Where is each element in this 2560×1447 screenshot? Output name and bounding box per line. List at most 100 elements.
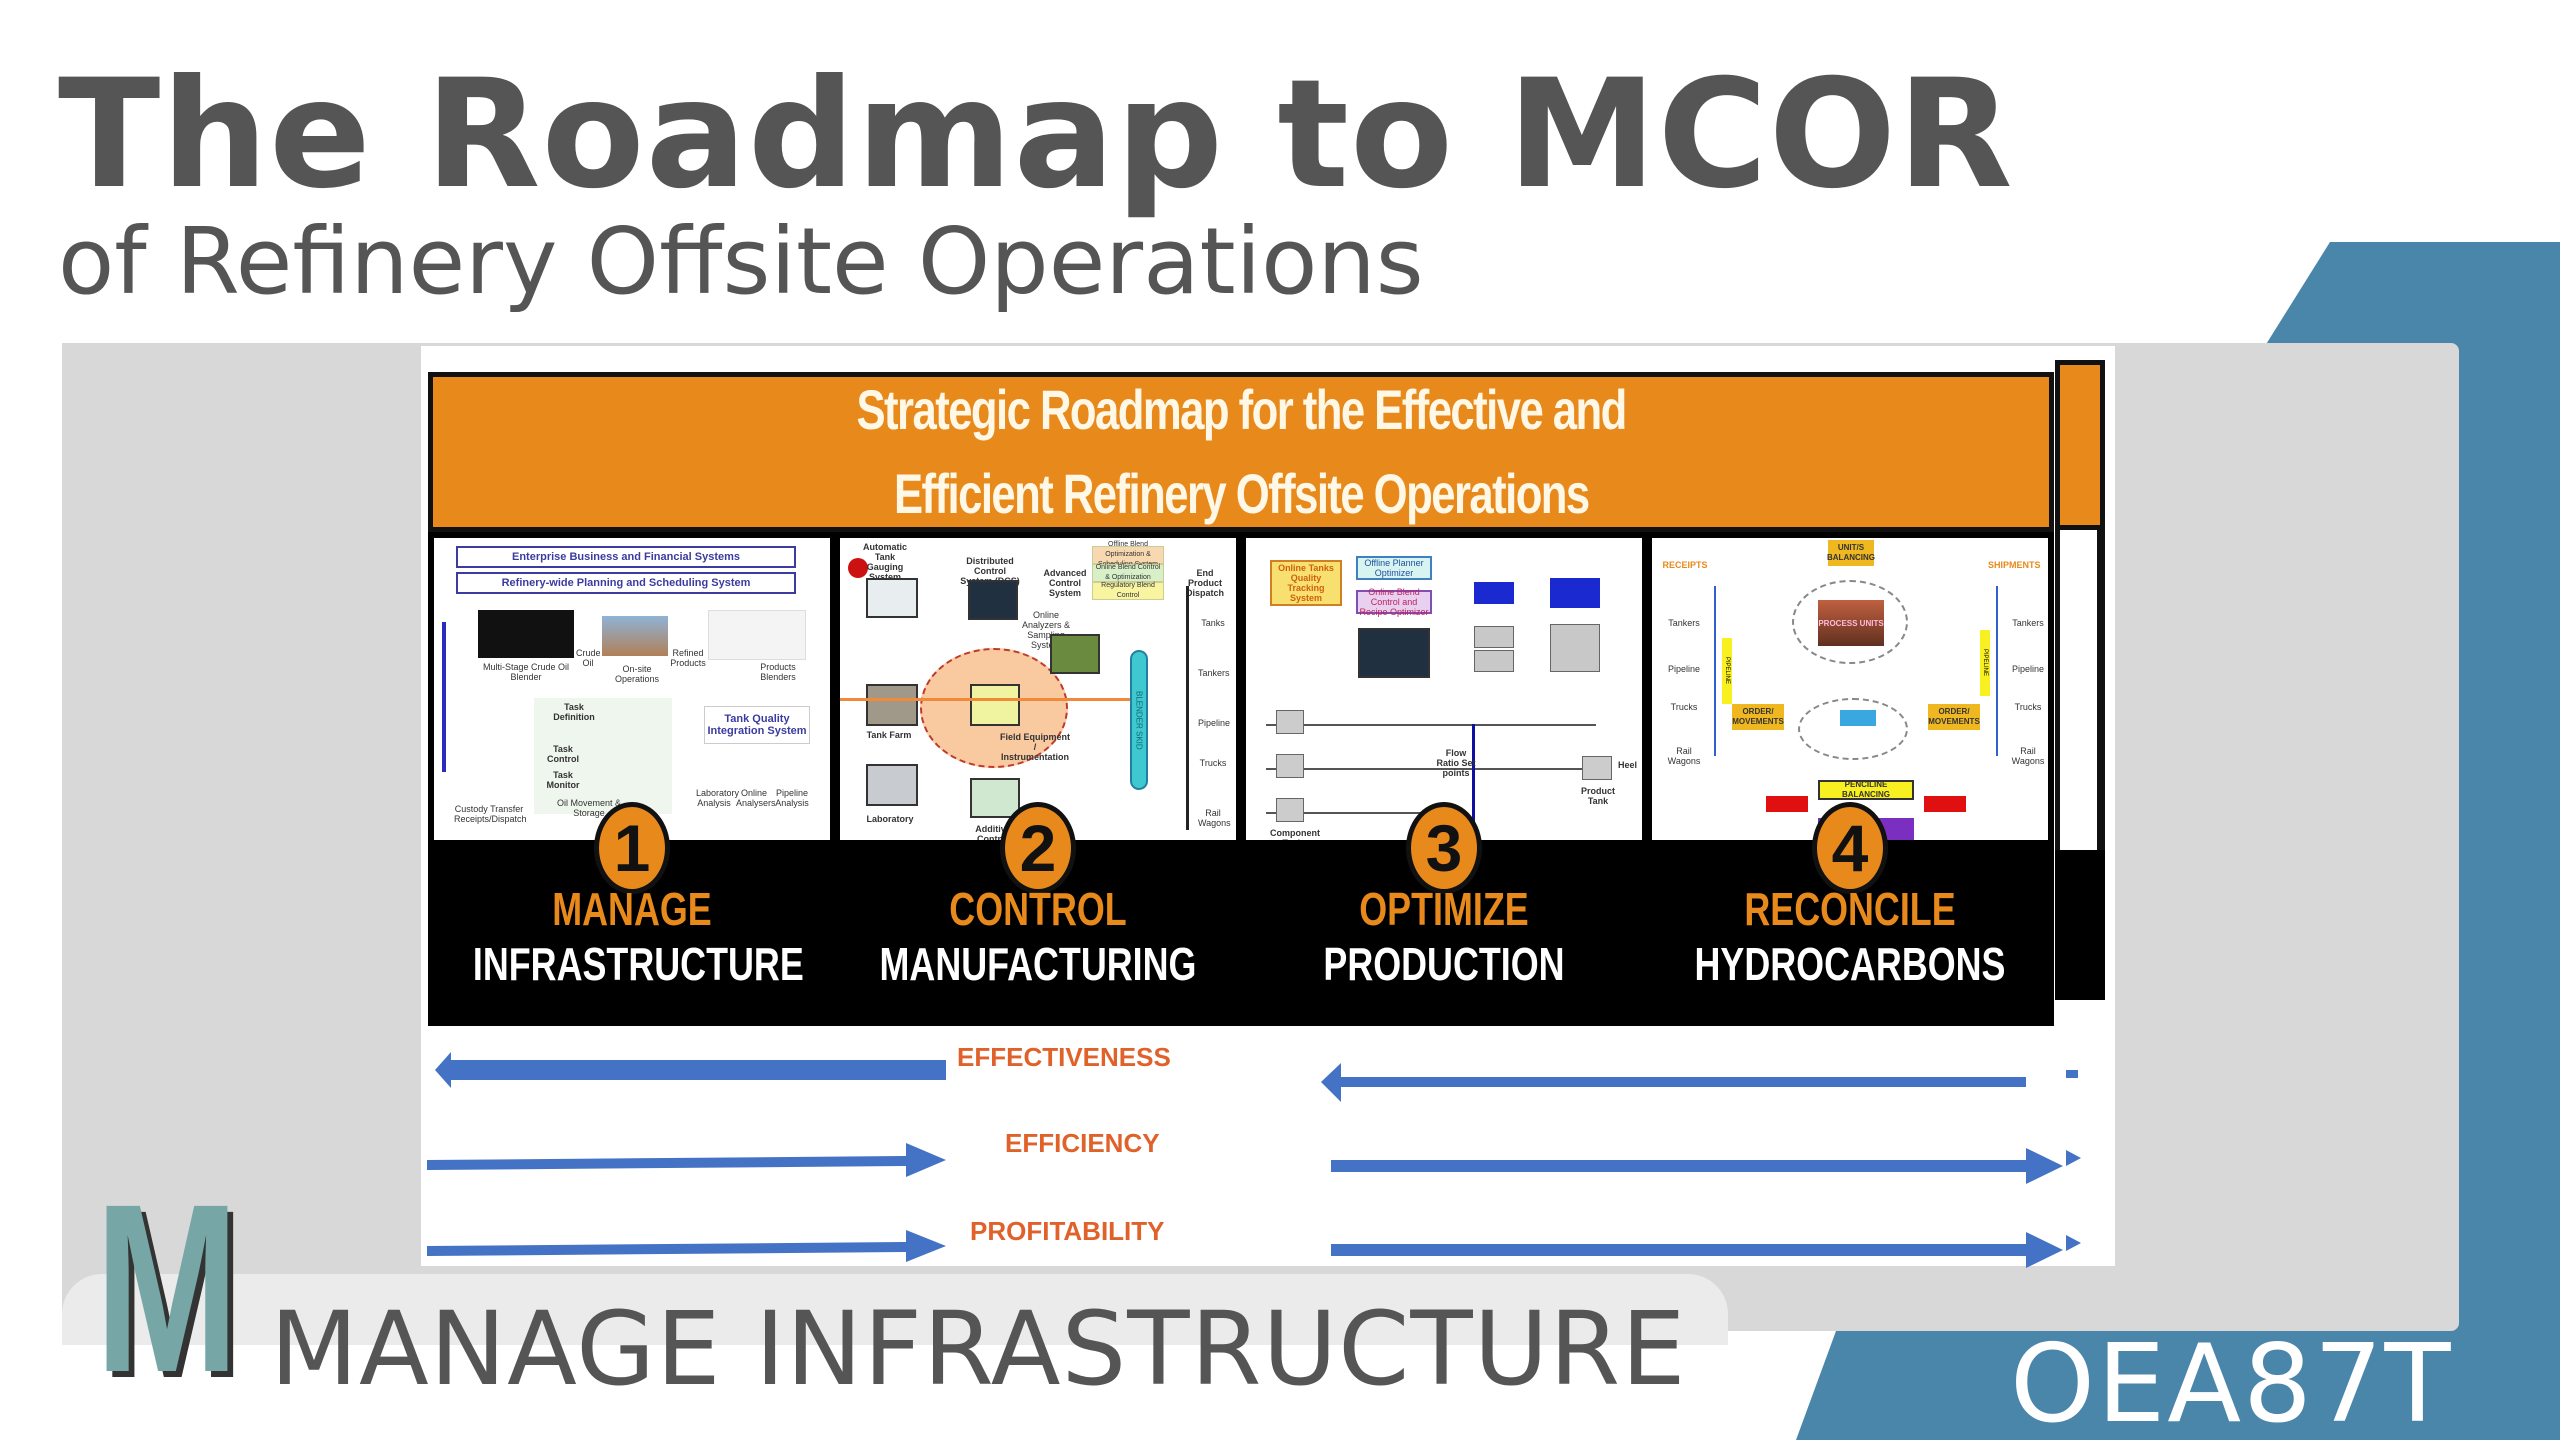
regulatory-blend-box: Regulatory Blend Control [1092, 582, 1164, 600]
receipt-pipeline-label: Pipeline [1667, 664, 1701, 674]
red-marker [848, 558, 868, 578]
trucks-label: Trucks [1199, 758, 1227, 768]
profitability-label: PROFITABILITY [970, 1216, 1165, 1246]
pipeline-bar-right: PIPELINE [1980, 630, 1990, 696]
panel-3-noun: PRODUCTION [1323, 938, 1565, 990]
laboratory-image [866, 764, 918, 806]
pipe-line-2 [1266, 768, 1596, 770]
diagram-header: Strategic Roadmap for the Effective and … [428, 372, 2054, 532]
efficiency-label: EFFICIENCY [1005, 1128, 1160, 1158]
efficiency-arrow-left [427, 1143, 946, 1177]
additive-image [970, 778, 1020, 818]
panel-4-verb: RECONCILE [1744, 883, 1956, 935]
tank-farm-label: Tank Farm [866, 730, 912, 740]
shipment-pipeline-label: Pipeline [2011, 664, 2045, 674]
component-tank-3 [1276, 798, 1304, 822]
component-tank-1 [1276, 710, 1304, 734]
task-flow-area [534, 698, 672, 814]
profitability-stub [2066, 1235, 2081, 1251]
process-units-ellipse [1792, 580, 1908, 664]
step-number-3: 3 [1406, 802, 1482, 894]
unit-balancing-box: UNIT/S BALANCING [1827, 540, 1875, 566]
offline-blend-box: Offline Blend Optimization & Scheduling … [1092, 541, 1164, 568]
section-initial-logo: M [95, 1154, 239, 1422]
panel-optimize-production: Online Tanks Quality Tracking System Off… [1240, 532, 1648, 1026]
feedback-line [442, 622, 446, 772]
efficiency-stub [2066, 1150, 2081, 1166]
enterprise-box: Enterprise Business and Financial System… [456, 546, 796, 568]
strip-footer [2055, 850, 2105, 1000]
otqts-box: Online Tanks Quality Tracking System [1270, 560, 1342, 606]
metric-arrows [427, 1052, 2081, 1268]
step-number-4: 4 [1812, 802, 1888, 894]
course-code: OEA87T [2010, 1322, 2453, 1447]
task-control-label: Task Control [547, 744, 579, 764]
panel-2-noun: MANUFACTURING [879, 938, 1197, 990]
order-movements-left: ORDER/ MOVEMENTS [1732, 704, 1784, 730]
step-number-1: 1 [594, 802, 670, 894]
end-product-label: End Product Dispatch [1185, 568, 1224, 598]
online-blend-box: Online Blend Control & Optimization [1092, 564, 1164, 582]
control-screen-image [478, 610, 574, 658]
analyzer-display-gray [1550, 624, 1600, 672]
banner-fade [62, 1345, 1762, 1440]
analyzers-label: Online Analyzers & Sampling System [1021, 610, 1071, 650]
atg-label: Automatic Tank Gauging System [862, 542, 907, 582]
crude-oil-label: Crude Oil [576, 648, 601, 668]
shipment-trucks-label: Trucks [2014, 702, 2042, 712]
diagram-duplicate-strip [2055, 360, 2105, 1010]
tank-farm-image [866, 684, 918, 726]
lab-analysis-label: Laboratory Analysis [696, 788, 740, 808]
effectiveness-label: EFFECTIVENESS [957, 1042, 1171, 1072]
receipt-tankers-label: Tankers [1668, 618, 1700, 628]
product-blenders-label: Products Blenders [760, 662, 796, 682]
online-blend-optimizer-box: Online Blend Control and Recipe Optimize… [1356, 587, 1432, 617]
receipt-rail-label: Rail Wagons [1667, 746, 1701, 766]
shipments-line [1996, 586, 1998, 756]
field-equipment-label: Field Equipment / Instrumentation [1000, 732, 1071, 762]
product-tank-label: Product Tank [1580, 786, 1615, 806]
main-flow-line [840, 698, 1130, 701]
analyzer-box-blue [1474, 582, 1514, 604]
strip-header [2055, 360, 2105, 530]
pipe-line-3 [1266, 812, 1436, 814]
onsite-refinery-image [602, 616, 668, 656]
pipeline-analysis-label: Pipeline Analysis [775, 788, 809, 808]
receipts-label: RECEIPTS [1662, 560, 1708, 570]
diagram-header-line1: Strategic Roadmap for the Effective and [856, 378, 1627, 441]
shipment-tankers-label: Tankers [2012, 618, 2044, 628]
heel-label: Heel [1618, 760, 1638, 770]
effectiveness-stub [2066, 1070, 2078, 1078]
refined-products-label: Refined Products [670, 648, 706, 668]
panel-1-verb: MANAGE [552, 883, 712, 935]
effectiveness-arrow-right [1321, 1063, 2026, 1102]
shipment-rail-label: Rail Wagons [2011, 746, 2045, 766]
panel-manage-infrastructure: Enterprise Business and Financial System… [428, 532, 836, 1026]
additive-label: Additive Control System [975, 824, 1011, 840]
order-movements-right: ORDER/ MOVEMENTS [1928, 704, 1980, 730]
shipments-label: SHIPMENTS [1988, 560, 2041, 570]
panel-3-verb: OPTIMIZE [1359, 883, 1529, 935]
tank-inventory-box [1840, 710, 1876, 726]
dcs-screen-image [1358, 628, 1430, 678]
oil-movement-label: Oil Movement & Storage [556, 798, 622, 818]
pipeline-balancing-box: PENCILINE BALANCING [1818, 780, 1914, 800]
efficiency-arrow-right [1331, 1148, 2063, 1184]
receipts-line [1714, 586, 1716, 756]
component-tanks-label: Component Tanks [1270, 828, 1320, 840]
analyzer-box-gray-1 [1474, 626, 1514, 648]
flow-ratio-line [1472, 724, 1475, 840]
atg-image [866, 578, 918, 618]
rail-label: Rail Wagons [1198, 808, 1231, 828]
planning-box: Refinery-wide Planning and Scheduling Sy… [456, 572, 796, 594]
panel-1-illustration: Enterprise Business and Financial System… [434, 538, 830, 840]
profitability-arrow-right [1331, 1232, 2063, 1268]
diagram-header-line2: Efficient Refinery Offsite Operations [893, 462, 1590, 525]
flow-ratio-label: Flow Ratio Set points [1436, 748, 1476, 778]
panel-4-illustration: RECEIPTS SHIPMENTS UNIT/S BALANCING PROC… [1652, 538, 2048, 840]
tankers-label: Tankers [1198, 668, 1230, 678]
panel-control-manufacturing: Automatic Tank Gauging System Distribute… [834, 532, 1242, 1026]
red-box-left [1766, 796, 1808, 812]
online-analysers-label: Online Analysers [736, 788, 776, 808]
component-tank-2 [1276, 754, 1304, 778]
